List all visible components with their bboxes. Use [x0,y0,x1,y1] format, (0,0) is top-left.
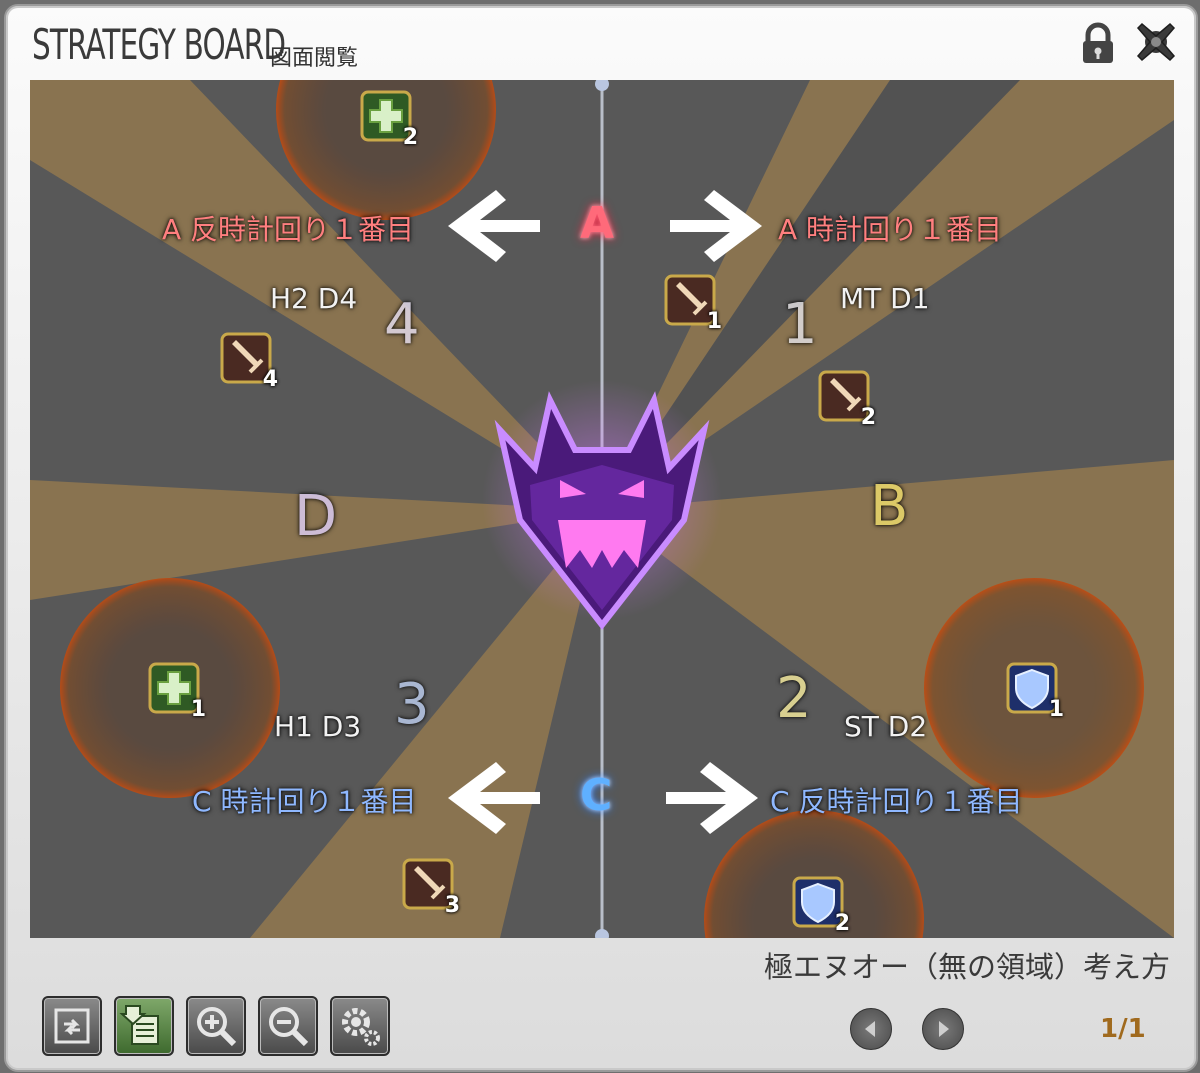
close-button[interactable] [1132,18,1180,66]
waymark-a: A [580,198,615,249]
label-st-d2: ST D2 [844,710,928,743]
healer-1-icon[interactable]: 1 [148,662,206,722]
dps-1-number: 1 [706,309,722,334]
title-bar: STRATEGY BOARD 図面閲覧 [6,6,1196,78]
dps-4-icon[interactable]: 4 [220,332,278,392]
label-h1-d3: H1 D3 [274,710,362,743]
lock-icon [1083,22,1113,63]
dps-4-number: 4 [262,367,278,392]
waymark-4: 4 [384,292,420,357]
strategy-board-window: STRATEGY BOARD 図面閲覧 [4,4,1198,1072]
board-name: 極エヌオー（無の領域）考え方 [763,950,1170,984]
window-subtitle: 図面閲覧 [270,46,359,71]
previous-page-button[interactable] [850,1008,892,1050]
dps-2-icon[interactable]: 2 [818,370,876,430]
page-indicator: 1/1 [1100,1014,1146,1044]
lock-button[interactable] [1078,22,1118,66]
arrow-right-a [670,190,762,262]
label-c-clockwise: C 時計回り１番目 [192,785,417,818]
label-mt-d1: MT D1 [840,282,930,315]
strategy-board-canvas[interactable]: A B C D 1 2 3 4 A 反時計回り１番目 A 時計回り１番目 H2 … [30,80,1174,938]
aoe-ring [704,810,924,938]
zoom-in-icon [197,1007,237,1047]
tank-1-icon[interactable]: 1 [1006,662,1064,722]
triangle-left-icon [865,1021,875,1037]
dps-2-number: 2 [860,405,876,430]
healer-2-number: 2 [402,125,418,150]
arrow-right-c [666,762,758,834]
label-c-counterclockwise: C 反時計回り１番目 [770,785,1023,818]
tank-2-icon[interactable]: 2 [792,876,850,936]
triangle-right-icon [939,1021,949,1037]
waymark-1: 1 [782,292,818,357]
save-icon [119,1005,159,1045]
waymark-b: B [870,474,909,539]
close-icon [1136,22,1176,62]
arrow-left-c [448,762,540,834]
healer-2-icon[interactable]: 2 [360,90,418,150]
aoe-wedges [30,80,1174,938]
waymark-d: D [294,484,338,549]
share-button[interactable] [42,996,102,1056]
tank-2-number: 2 [834,911,850,936]
zoom-out-button[interactable] [258,996,318,1056]
share-icon [54,1008,90,1044]
waymark-2: 2 [776,666,812,731]
label-a-counterclockwise: A 反時計回り１番目 [162,213,415,246]
dps-1-icon[interactable]: 1 [664,274,722,334]
dps-3-icon[interactable]: 3 [402,858,460,918]
healer-1-number: 1 [190,697,206,722]
next-page-button[interactable] [922,1008,964,1050]
label-a-clockwise: A 時計回り１番目 [778,213,1003,246]
dps-3-number: 3 [444,893,460,918]
tank-1-number: 1 [1048,697,1064,722]
aoe-ring [276,80,496,220]
zoom-in-button[interactable] [186,996,246,1056]
waymark-c: C [580,770,613,821]
settings-button[interactable] [330,996,390,1056]
waymark-3: 3 [394,672,430,737]
save-button[interactable] [114,996,174,1056]
zoom-out-icon [269,1007,309,1047]
window-title: STRATEGY BOARD [32,20,286,69]
arrow-left-a [448,190,540,262]
gear-icon [342,1008,380,1046]
label-h2-d4: H2 D4 [270,282,358,315]
